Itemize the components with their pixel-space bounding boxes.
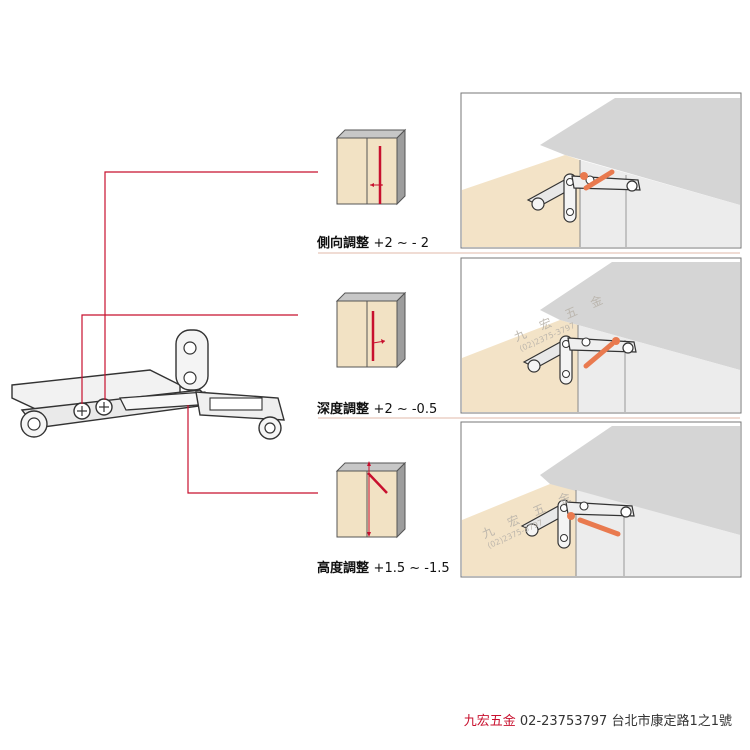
adjustment-range: +2 ~ -0.5 — [373, 402, 438, 417]
footer-phone: 02-23753797 — [519, 714, 608, 729]
footer-address: 台北市康定路1之1號 — [611, 714, 732, 729]
detail-panel-depth — [460, 257, 742, 414]
adjustment-range: +2 ~ - 2 — [373, 236, 429, 251]
adjustment-range: +1.5 ~ -1.5 — [373, 561, 450, 576]
adjustment-label-height: 高度調整 +1.5 ~ -1.5 — [317, 557, 450, 576]
adjustment-label-lateral: 側向調整 +2 ~ - 2 — [317, 232, 429, 251]
detail-panel-lateral — [460, 92, 742, 249]
adjustment-name: 高度調整 — [317, 561, 370, 576]
adjustment-name: 側向調整 — [317, 236, 370, 251]
detail-panel-height — [460, 421, 742, 578]
cabinet-icon-height — [336, 461, 406, 538]
cabinet-icon-lateral — [336, 129, 406, 205]
footer-contact: 九宏五金 02-23753797 台北市康定路1之1號 — [464, 710, 732, 729]
cabinet-icon-depth — [336, 292, 406, 368]
adjustment-label-depth: 深度調整 +2 ~ -0.5 — [317, 398, 437, 417]
adjustment-name: 深度調整 — [317, 402, 370, 417]
footer-brand: 九宏五金 — [463, 714, 516, 729]
hinge-illustration — [11, 329, 285, 440]
connector-lines — [81, 171, 318, 494]
